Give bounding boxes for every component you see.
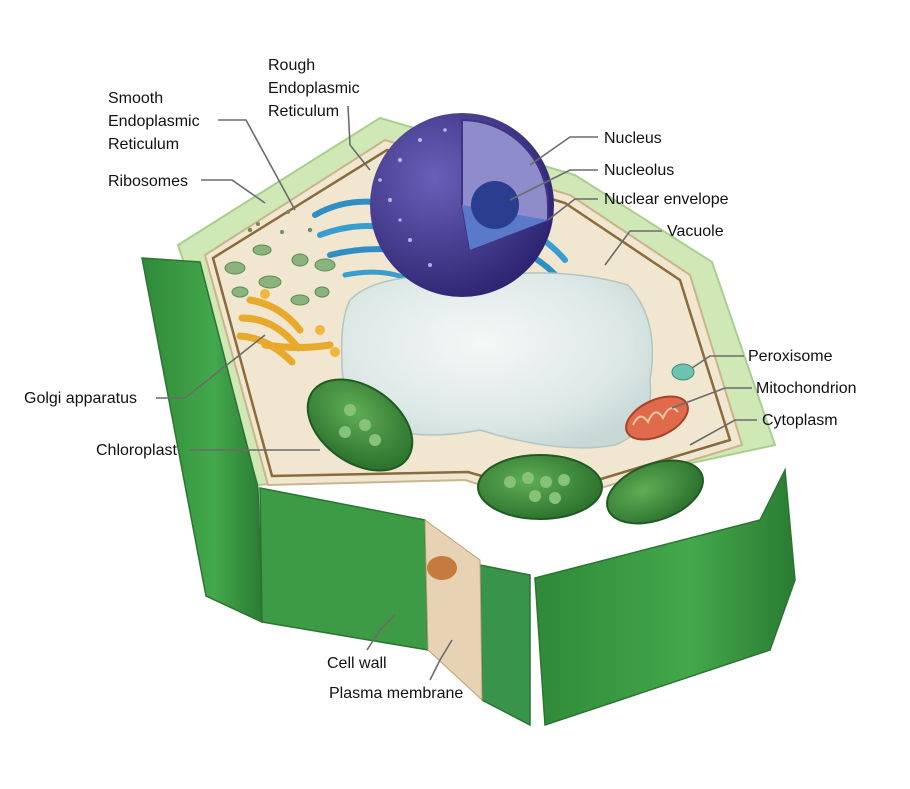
label-peroxisome: Peroxisome <box>748 348 833 365</box>
label-chloroplast: Chloroplast <box>96 442 177 459</box>
label-nucleolus: Nucleolus <box>604 162 674 179</box>
label-rough-er: Rough Endoplasmic Reticulum <box>268 57 364 120</box>
cell-wall-left-face <box>141 257 263 624</box>
label-smooth-er-line1: Smooth <box>108 90 163 107</box>
cell-wall-right-face <box>534 467 796 727</box>
golgi-apparatus <box>236 289 340 366</box>
chloroplast-center <box>477 454 603 520</box>
label-nuclear-envelope: Nuclear envelope <box>604 191 729 208</box>
label-rough-er-line2: Endoplasmic <box>268 80 360 97</box>
label-mitochondrion: Mitochondrion <box>756 380 857 397</box>
label-golgi-apparatus: Golgi apparatus <box>24 390 137 407</box>
peroxisome <box>671 363 695 381</box>
label-cytoplasm: Cytoplasm <box>762 412 838 429</box>
label-rough-er-line1: Rough <box>268 57 315 74</box>
cell-wall-front-left <box>259 487 429 651</box>
label-ribosomes: Ribosomes <box>108 173 188 190</box>
label-smooth-er-line2: Endoplasmic <box>108 113 200 130</box>
cell-wall-front-right <box>479 564 531 727</box>
label-nucleus: Nucleus <box>604 130 662 147</box>
vesicle <box>427 556 457 580</box>
label-smooth-er: Smooth Endoplasmic Reticulum <box>108 90 204 153</box>
smooth-er <box>224 244 336 306</box>
leader-lines <box>156 105 757 681</box>
label-plasma-membrane: Plasma membrane <box>329 685 463 702</box>
chloroplast-left <box>306 378 414 472</box>
nucleus <box>370 113 554 297</box>
nucleolus <box>471 181 519 229</box>
label-vacuole: Vacuole <box>667 223 724 240</box>
label-smooth-er-line3: Reticulum <box>108 136 179 153</box>
label-rough-er-line3: Reticulum <box>268 103 339 120</box>
label-cell-wall: Cell wall <box>327 655 387 672</box>
chloroplast-right <box>606 459 704 525</box>
